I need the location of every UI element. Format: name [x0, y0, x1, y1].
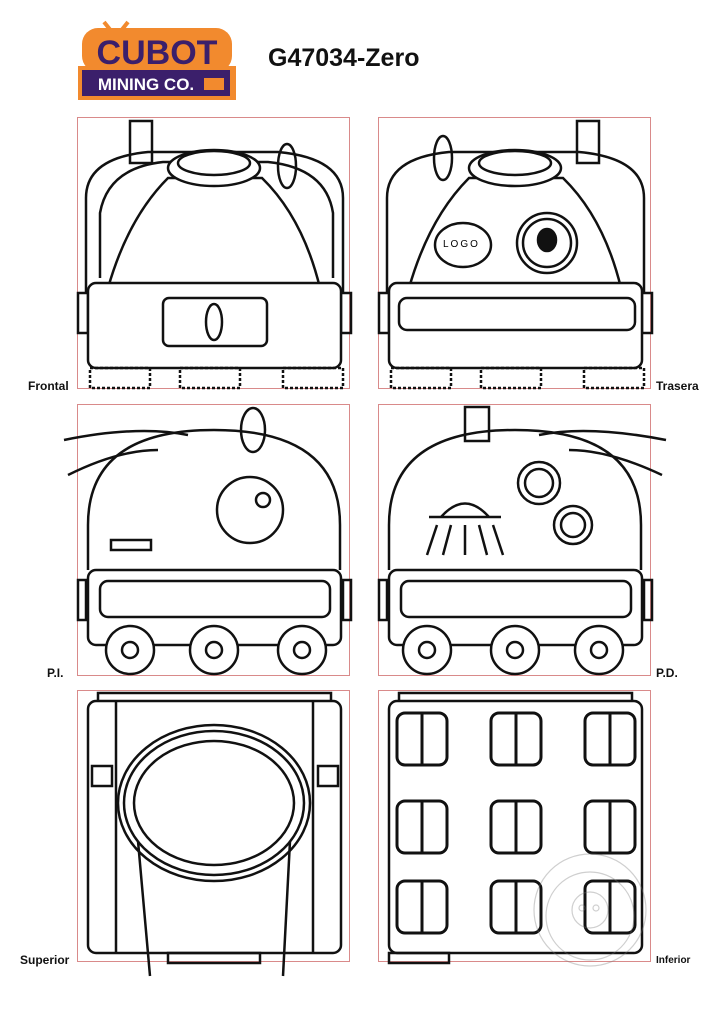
watermark-stamp — [533, 853, 647, 967]
svg-text:CUBOT: CUBOT — [97, 34, 218, 72]
robot-right-drawing — [377, 405, 667, 676]
robot-top-drawing — [86, 691, 343, 977]
robot-back-drawing — [377, 119, 654, 390]
label-superior: Superior — [20, 953, 70, 967]
label-trasera: Trasera — [656, 379, 699, 393]
panel-front-view — [76, 117, 353, 390]
label-inferior: Inferior — [656, 955, 691, 966]
label-pi: P.I. — [47, 666, 64, 680]
panel-top-view — [77, 690, 350, 977]
panel-right-side-view — [377, 404, 667, 676]
panel-bottom-view — [378, 690, 651, 965]
label-frontal: Frontal — [28, 379, 69, 393]
robot-left-drawing — [63, 406, 353, 676]
label-pd: P.D. — [656, 666, 678, 680]
page-title: G47034-Zero — [268, 44, 420, 72]
robot-front-drawing — [76, 119, 353, 390]
svg-text:MINING CO.: MINING CO. — [98, 75, 194, 94]
robot-bottom-drawing — [387, 691, 644, 965]
panel-back-view: LOGO — [377, 117, 654, 390]
logo-badge-text: LOGO — [443, 239, 480, 250]
cubot-mining-logo: CUBOT MINING CO. — [78, 20, 236, 100]
panel-left-side-view — [63, 404, 353, 676]
